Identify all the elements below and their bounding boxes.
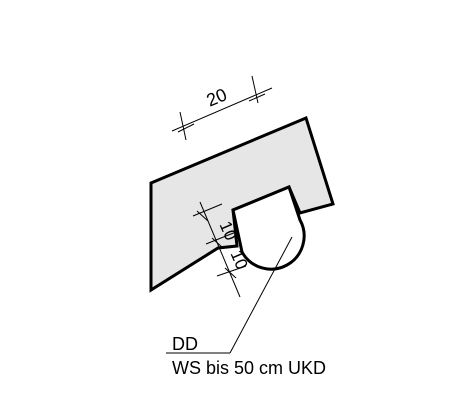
dimension-top-label: 20 [204, 84, 230, 110]
dimension-side [192, 201, 247, 298]
callout-leader [166, 236, 293, 354]
callout-line-2: WS bis 50 cm UKD [172, 358, 326, 378]
callout-line-1: DD [172, 334, 198, 354]
dimension-top [171, 75, 273, 141]
